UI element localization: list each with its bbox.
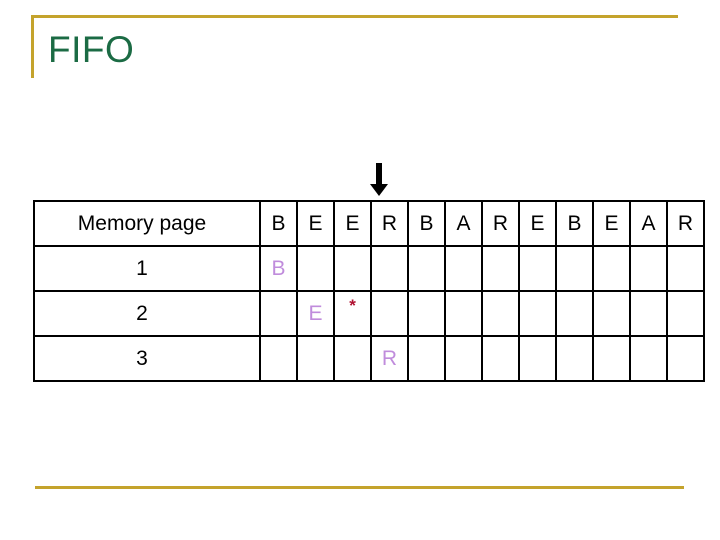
- reference-string-cell-11: R: [666, 200, 705, 247]
- reference-string-cell-8: B: [555, 200, 594, 247]
- reference-string-cell-6: R: [481, 200, 520, 247]
- page-fault-marker: *: [349, 295, 356, 315]
- frame-number-label-2: 2: [33, 290, 261, 337]
- frame-cell-r3-c6: [481, 335, 520, 382]
- frame-cell-r3-c7: [518, 335, 557, 382]
- frame-cell-r2-c2: *: [333, 290, 372, 337]
- reference-string-cell-0: B: [259, 200, 298, 247]
- frame-number-label-1: 1: [33, 245, 261, 292]
- frame-cell-r1-c11: [666, 245, 705, 292]
- frame-cell-r1-c8: [555, 245, 594, 292]
- frame-cell-r1-c4: [407, 245, 446, 292]
- frame-number-label-3: 3: [33, 335, 261, 382]
- loaded-page-value: R: [381, 346, 398, 370]
- frame-cell-r3-c1: [296, 335, 335, 382]
- title-frame-top-rule: [31, 15, 678, 18]
- reference-string-cell-2: E: [333, 200, 372, 247]
- table-row: 2 E *: [33, 290, 705, 337]
- title-frame-left-bar: [31, 15, 34, 78]
- frame-cell-r1-c10: [629, 245, 668, 292]
- frame-cell-r2-c8: [555, 290, 594, 337]
- frame-cell-r1-c3: [370, 245, 409, 292]
- reference-string-cell-4: B: [407, 200, 446, 247]
- frame-cell-r3-c8: [555, 335, 594, 382]
- frame-cell-r2-c9: [592, 290, 631, 337]
- frame-cell-r3-c10: [629, 335, 668, 382]
- frame-cell-r2-c5: [444, 290, 483, 337]
- page-title: FIFO: [48, 29, 135, 70]
- frame-cell-r3-c4: [407, 335, 446, 382]
- frame-cell-r2-c1: E: [296, 290, 335, 337]
- frame-cell-r3-c5: [444, 335, 483, 382]
- reference-string-cell-10: A: [629, 200, 668, 247]
- reference-string-cell-7: E: [518, 200, 557, 247]
- frame-cell-r2-c3: [370, 290, 409, 337]
- frame-cell-r3-c9: [592, 335, 631, 382]
- reference-string-cell-1: E: [296, 200, 335, 247]
- frame-cell-r2-c0: [259, 290, 298, 337]
- reference-string-cell-9: E: [592, 200, 631, 247]
- loaded-page-value: E: [308, 301, 323, 325]
- loaded-page-value: B: [271, 256, 286, 280]
- reference-string-cell-5: A: [444, 200, 483, 247]
- frame-cell-r3-c3: R: [370, 335, 409, 382]
- frame-cell-r1-c1: [296, 245, 335, 292]
- frame-cell-r2-c4: [407, 290, 446, 337]
- memory-page-header-label: Memory page: [33, 200, 261, 247]
- frame-cell-r1-c2: [333, 245, 372, 292]
- frame-cell-r3-c2: [333, 335, 372, 382]
- frame-cell-r2-c11: [666, 290, 705, 337]
- frame-cell-r1-c0: B: [259, 245, 298, 292]
- frame-cell-r1-c6: [481, 245, 520, 292]
- reference-string-cell-3: R: [370, 200, 409, 247]
- frame-cell-r1-c9: [592, 245, 631, 292]
- down-arrow-icon: [370, 163, 388, 196]
- frame-cell-r2-c7: [518, 290, 557, 337]
- frame-cell-r2-c6: [481, 290, 520, 337]
- frame-cell-r1-c7: [518, 245, 557, 292]
- frame-cell-r3-c11: [666, 335, 705, 382]
- frame-cell-r2-c10: [629, 290, 668, 337]
- frame-cell-r1-c5: [444, 245, 483, 292]
- slide-footer-rule: [35, 486, 684, 489]
- frame-cell-r3-c0: [259, 335, 298, 382]
